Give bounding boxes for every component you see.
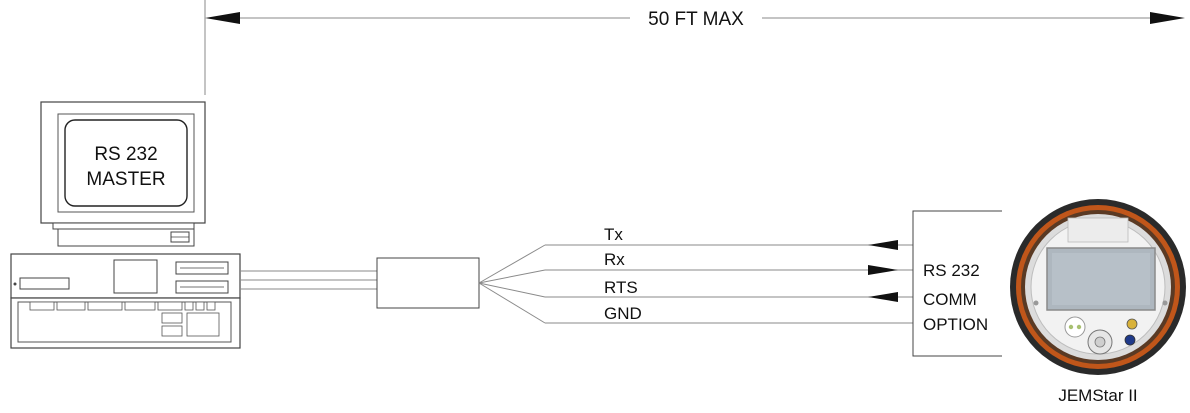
meter-optical-port [1064, 316, 1086, 338]
meter-label: JEMStar II [1058, 386, 1137, 405]
screen-label-line1: RS 232 [94, 144, 157, 165]
comm-option-box: RS 232 COMM OPTION [912, 210, 1002, 357]
dimension-label: 50 FT MAX [648, 9, 744, 30]
comm-option-line2: COMM [923, 290, 977, 309]
computer-case [10, 253, 241, 349]
signal-label-rts: RTS [604, 278, 638, 297]
monitor-screen [64, 119, 188, 207]
dimension-line: 50 FT MAX [204, 0, 1185, 95]
signal-label-tx: Tx [604, 225, 623, 244]
signal-label-rx: Rx [604, 250, 625, 269]
rx-arrow-right [868, 265, 898, 275]
comm-option-line3: OPTION [923, 315, 988, 334]
cable-bundle [240, 257, 480, 309]
signal-label-gnd: GND [604, 304, 642, 323]
computer-monitor: RS 232 MASTER [40, 101, 206, 247]
rts-arrow-left [868, 292, 898, 302]
meter-yellow-button [1126, 318, 1138, 330]
junction-block [376, 257, 480, 309]
meter-blue-button [1124, 334, 1136, 346]
tx-arrow-left [868, 240, 898, 250]
comm-option-line1: RS 232 [923, 261, 980, 280]
screen-label-line2: MASTER [86, 169, 165, 190]
signal-wires: Tx Rx RTS GND [478, 225, 913, 324]
meter [1010, 199, 1186, 375]
dimension-arrow-left [205, 12, 240, 24]
dimension-arrow-right [1150, 12, 1185, 24]
